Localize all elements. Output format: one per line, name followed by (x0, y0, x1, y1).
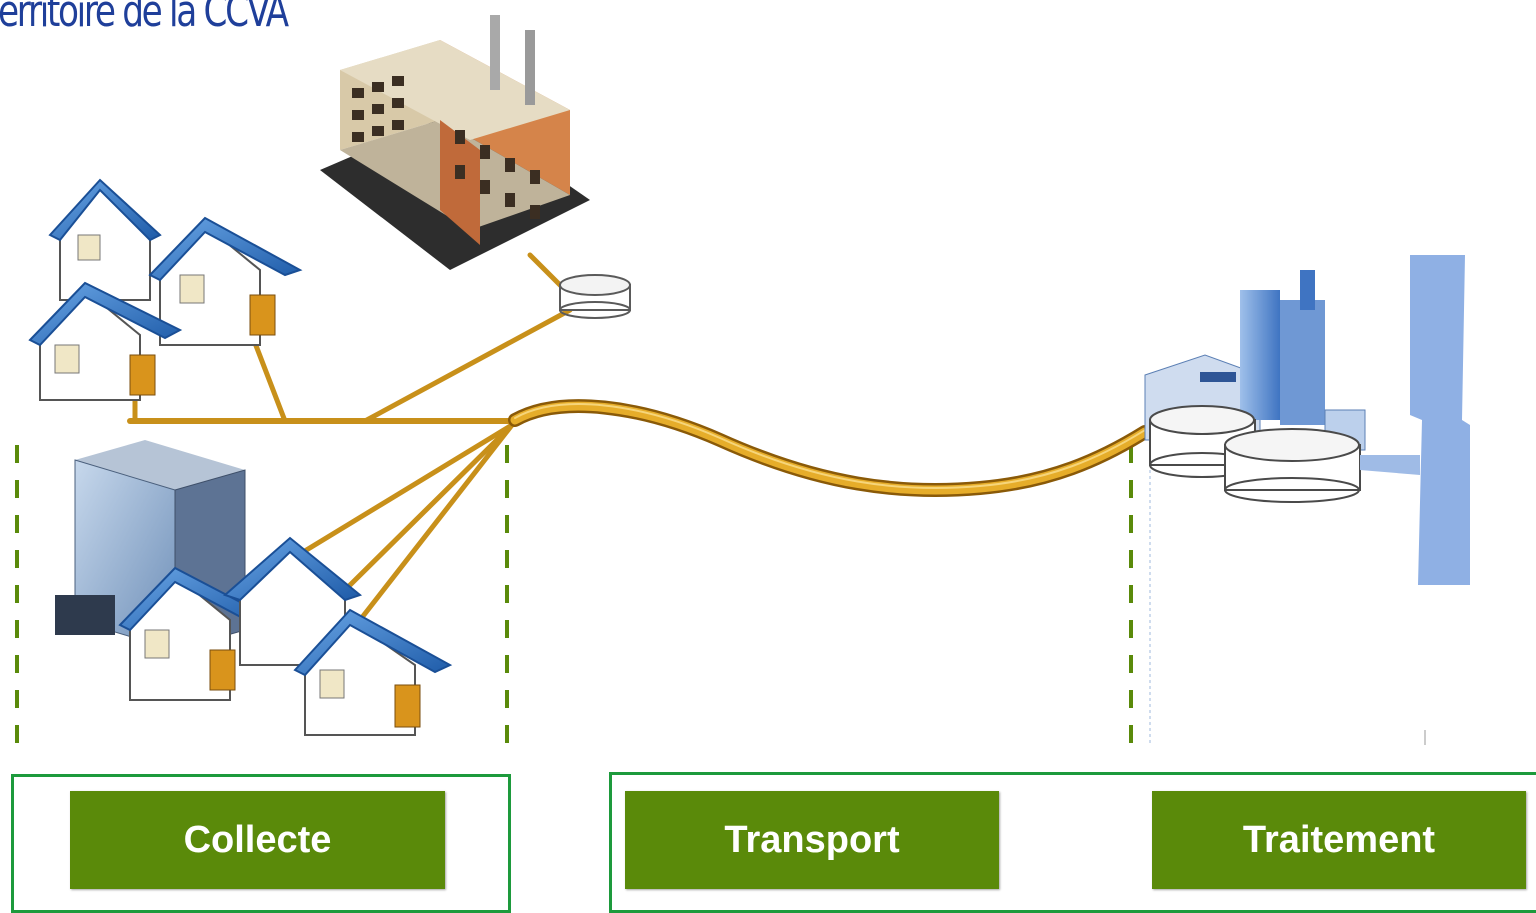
traitement-button[interactable]: Traitement (1152, 791, 1526, 889)
factory-illustration (320, 15, 590, 270)
river-shape (1410, 255, 1470, 585)
page-title: erritoire de la CCVA (0, 0, 289, 37)
collecte-button[interactable]: Collecte (70, 791, 445, 889)
treatment-dashed-line (1129, 445, 1151, 752)
houses-group-bottom-icon (118, 536, 453, 736)
pipe-network (127, 252, 1152, 623)
treatment-plant-icon (1144, 270, 1420, 503)
collecte-frame (11, 774, 511, 913)
transport-button[interactable]: Transport (625, 791, 999, 889)
houses-group-top-icon (28, 178, 303, 401)
transport-traitement-frame (609, 772, 1536, 913)
pretreatment-tank-icon (559, 274, 631, 319)
